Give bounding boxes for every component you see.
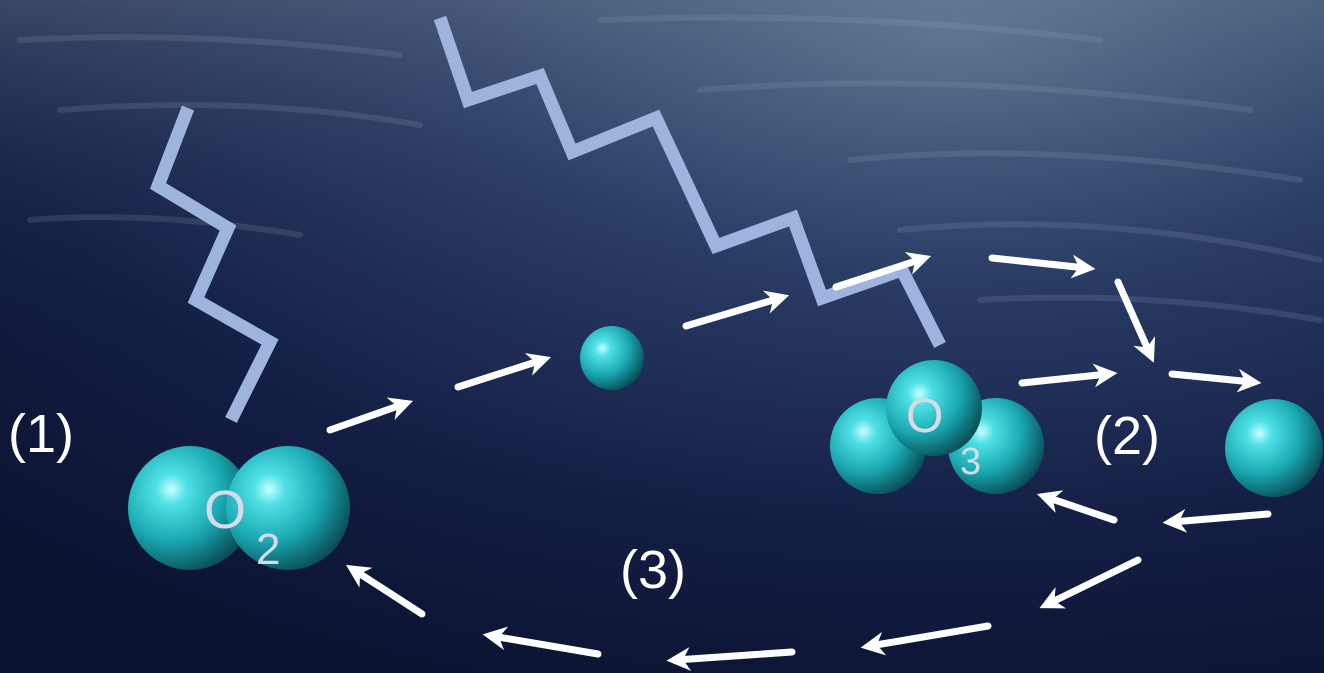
uv-photon-zigzag-icon (433, 15, 946, 348)
step-1-label: (1) (8, 404, 74, 464)
arrow-icon (1018, 363, 1118, 388)
arrow-icon (1114, 278, 1156, 363)
arrow-icon (454, 353, 552, 391)
arrow-icon (482, 626, 602, 658)
arrow-icon (832, 252, 932, 291)
uv-photon-zigzag-icon (149, 105, 279, 423)
arrow-icon (666, 647, 796, 671)
oxygen-atom-icon (580, 326, 644, 390)
arrow-icon (1039, 556, 1142, 609)
oxygen-atom-icon (226, 446, 350, 570)
oxygen-atom-icon (1225, 399, 1323, 497)
o2-subscript-label: 2 (256, 525, 280, 574)
o2-molecule: O 2 (128, 446, 350, 574)
arrow-icon (988, 254, 1096, 279)
step-2-label: (2) (1094, 406, 1160, 466)
arrow-icon (1036, 490, 1118, 524)
step-3-label: (3) (620, 540, 686, 600)
arrow-icon (1168, 368, 1262, 393)
arrow-icon (326, 397, 413, 434)
oxygen-atom-icon (886, 360, 982, 456)
background-cloud-haze (0, 0, 1324, 380)
o3-molecule: O 3 (830, 360, 1044, 494)
arrow-icon (1162, 508, 1272, 533)
o2-element-label: O (204, 480, 246, 540)
arrow-icon (860, 622, 992, 656)
arrow-icon (346, 564, 426, 618)
o3-subscript-label: 3 (960, 441, 981, 483)
o3-element-label: O (906, 390, 943, 443)
background-cloud-streaks (17, 14, 1323, 323)
arrow-icon (682, 290, 790, 330)
oxygen-atom-icon (128, 446, 252, 570)
reaction-arrows (326, 252, 1272, 671)
